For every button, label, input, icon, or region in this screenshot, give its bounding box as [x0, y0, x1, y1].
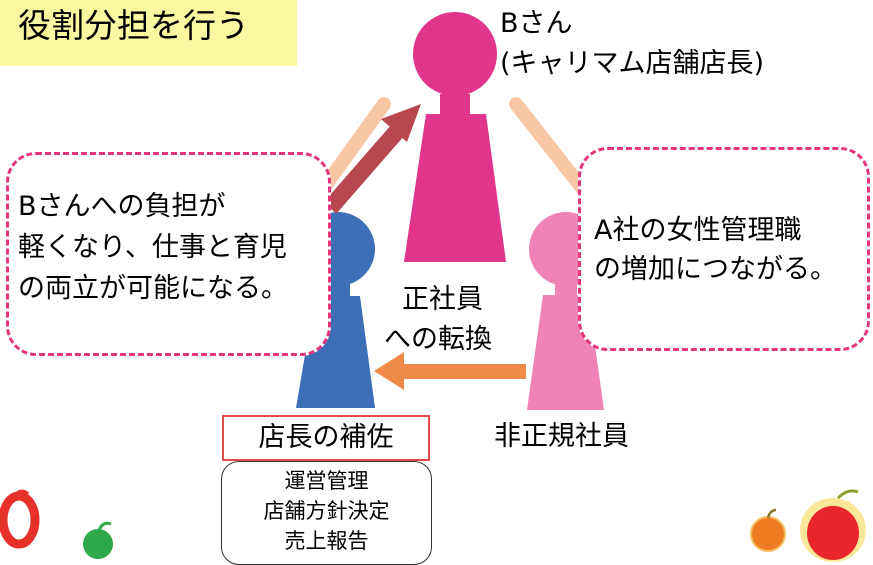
task-item: 店舗方針決定 — [263, 499, 390, 523]
b-person-role: (キャリマム店舗店長) — [500, 48, 765, 79]
apple-orange-icon — [750, 508, 786, 552]
left-bubble-line-3: の両立が可能になる。 — [18, 273, 288, 304]
apple-green-icon — [83, 521, 113, 559]
page-title: 役割分担を行う — [18, 6, 249, 45]
conversion-label-line-2: への転換 — [384, 324, 492, 355]
connector-b-right — [509, 97, 597, 205]
assistant-label: 店長の補佐 — [258, 422, 394, 453]
tasks-box: 運営管理 店舗方針決定 売上報告 — [221, 461, 432, 565]
support-arrow — [323, 104, 421, 214]
left-bubble-line-1: Bさんへの負担が — [18, 191, 226, 222]
right-speech-bubble — [578, 147, 870, 351]
left-speech-bubble — [6, 152, 331, 356]
b-person-icon — [404, 12, 506, 262]
task-item: 売上報告 — [284, 529, 369, 553]
right-bubble-line-1: A社の女性管理職 — [594, 215, 802, 246]
left-bubble-line-2: 軽くなり、仕事と育児 — [18, 232, 287, 263]
apple-red-icon — [800, 489, 866, 562]
conversion-label-line-1: 正社員 — [402, 284, 483, 315]
task-item: 運営管理 — [284, 469, 369, 493]
assistant-label-box: 店長の補佐 — [222, 415, 430, 461]
title-panel — [0, 0, 297, 66]
apple-outline-red-icon — [0, 489, 40, 549]
non-regular-label: 非正規社員 — [494, 421, 629, 452]
right-bubble-line-2: の増加につながる。 — [594, 254, 837, 285]
conversion-arrow — [374, 352, 526, 390]
b-person-name: Bさん — [500, 8, 573, 39]
